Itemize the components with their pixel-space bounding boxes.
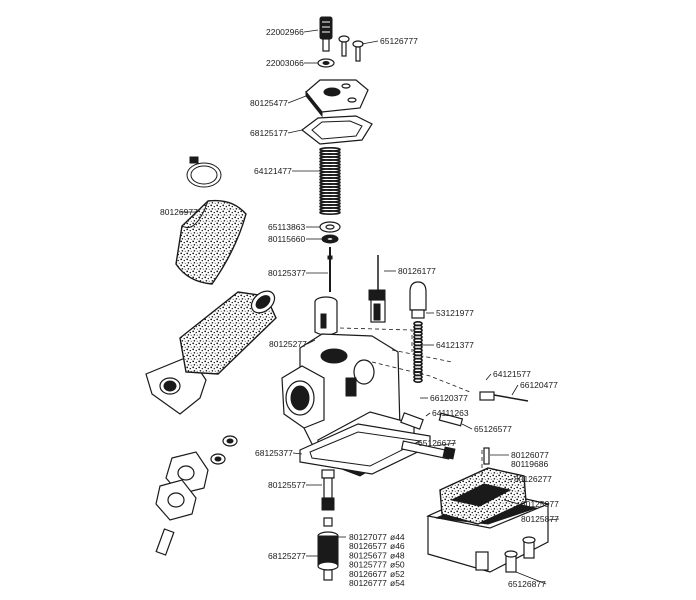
jet-part-80125677: 80125677 [349,550,387,560]
jet-part-80126777: 80126777 [349,578,387,588]
part-label-65126577: 65126577 [474,424,512,434]
needle-drawing [327,247,333,292]
spring-washer-drawing [319,221,341,244]
cover-screws-drawing [338,35,364,62]
part-label-68125377: 68125377 [255,448,293,458]
part-label-65126877: 65126877 [508,579,546,589]
locknut-drawing [317,58,335,68]
part-label-80125477: 80125477 [250,98,288,108]
part-label-64121377: 64121377 [436,340,474,350]
leader-line-80126277 [507,478,513,481]
leader-line-80125977 [503,499,520,505]
jet-part-80126677: 80126677 [349,569,387,579]
part-label-80126977: 80126977 [160,207,198,217]
leader-line-68125177 [287,129,303,134]
part-label-68125277: 68125277 [268,551,306,561]
main-jet-drawing [317,531,339,581]
jet-size-80126577: ø46 [390,541,405,551]
leader-line-64111263 [425,412,431,417]
air-screw-drawing [479,391,529,402]
cover-gasket-drawing [301,115,373,145]
jet-size-80126777: ø54 [390,578,405,588]
leader-line-65126677 [433,442,457,447]
choke-spring-drawing [413,321,423,383]
part-label-65126777: 65126777 [380,36,418,46]
idle-screw-drawing [438,412,464,427]
leader-line-80125277 [306,339,316,345]
part-label-66120477: 66120477 [520,380,558,390]
intake-manifold-drawing [145,290,277,415]
part-label-80126277: 80126277 [514,474,552,484]
jet-size-80125677: ø48 [390,550,405,560]
top-cover-drawing [305,79,369,118]
float-bowl-gasket-drawing [299,423,431,475]
air-filter-hose-drawing [175,199,247,285]
needle-jet-drawing [321,469,335,527]
part-label-22003066: 22003066 [266,58,304,68]
part-label-65126677: 65126677 [418,438,456,448]
jet-size-80126677: ø52 [390,569,405,579]
slide-spring-drawing [319,147,341,215]
bowl-screws-drawing [504,536,536,573]
part-label-80125977: 80125977 [521,499,559,509]
leader-line-65126877 [515,571,547,585]
part-label-80125277: 80125277 [269,339,307,349]
part-label-68125177: 68125177 [250,128,288,138]
leader-line-80125877 [547,518,560,521]
jet-size-80127077: ø44 [390,532,405,542]
leader-line-80125477 [287,95,307,104]
part-label-65113863: 65113863 [268,222,305,232]
leader-line-22002966 [303,29,319,33]
part-label-80126177: 80126177 [398,266,436,276]
hose-clamp-drawing [186,156,222,188]
jet-part-80127077: 80127077 [349,532,387,542]
part-label-80119686: 80119686 [511,459,548,469]
jet-size-80125777: ø50 [390,560,405,570]
leader-line-68125377 [292,452,303,455]
part-label-22002966: 22002966 [266,27,304,37]
part-label-80125377: 80125377 [268,268,306,278]
float-drawing [439,467,527,525]
adjuster-screw-drawing [319,16,333,52]
part-label-64121577: 64121577 [493,369,531,379]
part-label-64111263: 64111263 [432,408,469,418]
part-label-80126077: 80126077 [511,450,549,460]
part-label-64121477: 64121477 [254,166,292,176]
part-number-labels: 22002966 65126777 22003066 80125477 68125177… [160,27,559,589]
jet-part-80126577: 80126577 [349,541,387,551]
choke-plunger-drawing [368,255,386,323]
leader-line-65126777 [361,40,379,45]
choke-cap-drawing [409,281,427,319]
part-label-80125577: 80125577 [268,480,306,490]
jet-part-80125777: 80125777 [349,560,387,570]
throttle-slide-drawing [314,296,338,336]
leader-line-65126577 [461,423,473,430]
leader-line-64121577 [485,373,492,381]
part-label-66120377: 66120377 [430,393,468,403]
part-label-53121977: 53121977 [436,308,474,318]
part-label-80125877: 80125877 [521,514,559,524]
leader-line-66120477 [511,384,519,396]
leader-lines [180,29,560,585]
flange-gaskets-drawing [155,435,238,556]
pilot-jet-drawing [400,412,456,460]
part-label-80115660: 80115660 [268,234,305,244]
